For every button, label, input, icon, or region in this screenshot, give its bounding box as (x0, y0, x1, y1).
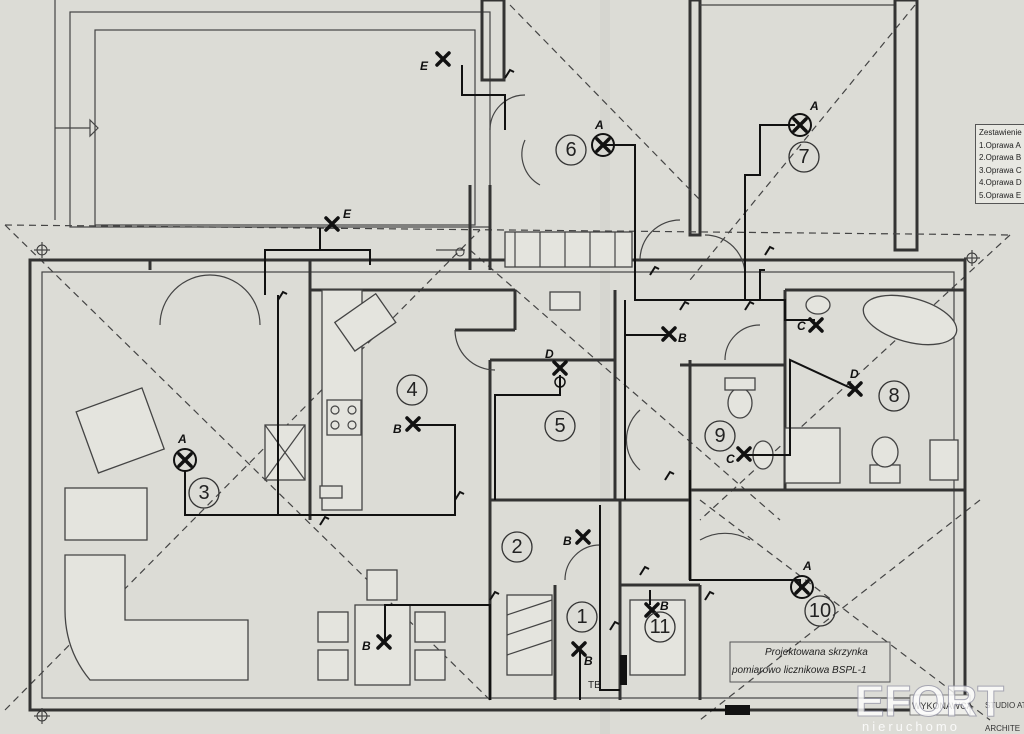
furniture (64, 231, 959, 686)
light-fixtures (173, 51, 863, 657)
fixture-b-room1 (571, 641, 587, 657)
room-numbers: 1 2 3 4 5 6 7 8 9 10 11 (188, 134, 910, 643)
grid-markers (34, 242, 980, 724)
fixture-e-mid (324, 216, 340, 232)
room-number-2: 2 (511, 536, 522, 558)
watermark-sub: nieruchomo (862, 719, 960, 734)
meter-box-note: Projektowana skrzynka pomiarowo liczniko… (588, 641, 891, 691)
letter-b: B (563, 534, 572, 548)
letter-a: A (802, 559, 812, 573)
fixture-d-room5 (552, 360, 568, 376)
switches (277, 68, 775, 631)
legend-item: 2.Oprawa B (979, 153, 1022, 162)
fixture-b-room11 (644, 602, 660, 618)
stamp-studio: STUDIO ATRI (985, 701, 1024, 710)
letter-a: A (809, 99, 819, 113)
legend-item: 3.Oprawa C (979, 165, 1022, 175)
stamp-archit: ARCHITE (985, 724, 1020, 733)
room-number-1: 1 (576, 606, 587, 628)
letter-b: B (660, 599, 669, 613)
meter-note-line1: Projektowana skrzynka (765, 647, 868, 658)
fixture-d-room8 (847, 381, 863, 397)
room-number-6: 6 (565, 139, 576, 161)
letter-b: B (678, 331, 687, 345)
fixture-a-room3 (173, 448, 197, 472)
room-number-7: 7 (798, 146, 809, 168)
fixture-c-room9 (736, 446, 752, 462)
upper-structure (54, 0, 919, 252)
letter-a: A (594, 118, 604, 132)
room-number-8: 8 (888, 385, 899, 407)
legend-item: 5.Oprawa E (979, 190, 1022, 200)
watermark: WYKONAWCA STUDIO ATRI ARCHITE EFORT nier… (855, 677, 1024, 734)
fixture-b-room2 (575, 529, 591, 545)
letter-b: B (393, 422, 402, 436)
legend-item: 4.Oprawa D (979, 178, 1022, 187)
letter-a: A (177, 432, 187, 446)
room-number-10: 10 (809, 600, 831, 622)
letter-d: D (545, 347, 554, 361)
fixture-b-room4 (405, 416, 421, 432)
tb-label: TB (588, 680, 601, 691)
outer-walls (28, 258, 967, 712)
room-number-5: 5 (554, 415, 565, 437)
room-number-3: 3 (198, 482, 209, 504)
watermark-logo: EFORT (855, 677, 1004, 726)
legend-item: 1.Oprawa A (979, 140, 1021, 150)
letter-b: B (362, 639, 371, 653)
wiring (184, 65, 856, 715)
legend-box: Zestawienie 1.Oprawa A 2.Oprawa B 3.Opra… (975, 124, 1024, 204)
fixture-a-room7 (788, 113, 812, 137)
fixture-e-top (435, 51, 451, 67)
letter-c: C (797, 319, 806, 333)
fixture-b-hall (661, 326, 677, 342)
fixture-a-room6 (591, 133, 615, 157)
room-number-9: 9 (714, 425, 725, 447)
letter-b: B (584, 654, 593, 668)
fixture-c-room8 (808, 317, 824, 333)
letter-d: D (850, 367, 859, 381)
room-number-4: 4 (406, 379, 417, 401)
stamp-wykonawca: WYKONAWCA (912, 701, 973, 711)
letter-e: E (343, 207, 352, 221)
fixture-letters: A A A A E E B B B B B B C C D D (177, 59, 859, 668)
door-swings (159, 94, 761, 581)
fixture-b-room3 (376, 634, 392, 650)
letter-c: C (726, 452, 735, 466)
meter-note-line2: pomiarowo licznikowa BSPL-1 (731, 665, 867, 676)
letter-e: E (420, 59, 429, 73)
legend-title: Zestawienie (979, 128, 1022, 137)
fixture-a-room10 (790, 575, 814, 599)
room-number-11: 11 (650, 616, 671, 638)
